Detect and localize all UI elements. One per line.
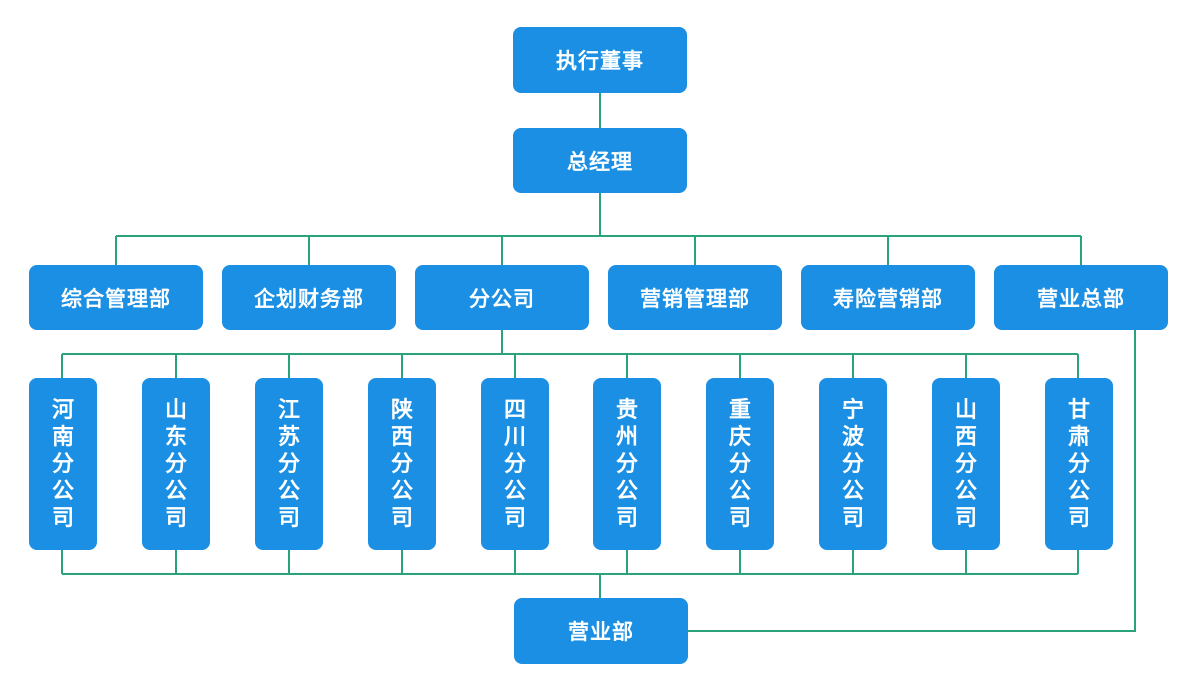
node-dept-general-admin[interactable]: 综合管理部 (29, 265, 203, 330)
node-executive-director[interactable]: 执行董事 (513, 27, 687, 93)
branch-label: 陕西分公司 (390, 397, 413, 531)
node-branch-gansu[interactable]: 甘肃分公司 (1045, 378, 1113, 550)
node-dept-planning-finance[interactable]: 企划财务部 (222, 265, 396, 330)
branch-label: 山东分公司 (164, 397, 187, 531)
node-branch-shandong[interactable]: 山东分公司 (142, 378, 210, 550)
node-branch-henan[interactable]: 河南分公司 (29, 378, 97, 550)
node-branch-shanxi[interactable]: 山西分公司 (932, 378, 1000, 550)
branch-label: 贵州分公司 (615, 397, 638, 531)
node-dept-marketing-management[interactable]: 营销管理部 (608, 265, 782, 330)
branch-label: 山西分公司 (954, 397, 977, 531)
branch-label: 宁波分公司 (841, 397, 864, 531)
node-branch-sichuan[interactable]: 四川分公司 (481, 378, 549, 550)
node-sales-department[interactable]: 营业部 (514, 598, 688, 664)
branch-label: 江苏分公司 (277, 397, 300, 531)
connector-hq-sales (688, 330, 1136, 632)
node-branch-guizhou[interactable]: 贵州分公司 (593, 378, 661, 550)
branch-label: 重庆分公司 (728, 397, 751, 531)
node-branch-ningbo[interactable]: 宁波分公司 (819, 378, 887, 550)
branch-label: 四川分公司 (503, 397, 526, 531)
node-branch-chongqing[interactable]: 重庆分公司 (706, 378, 774, 550)
node-branch-jiangsu[interactable]: 江苏分公司 (255, 378, 323, 550)
branch-label: 甘肃分公司 (1067, 397, 1090, 531)
node-dept-branches[interactable]: 分公司 (415, 265, 589, 330)
node-general-manager[interactable]: 总经理 (513, 128, 687, 193)
node-branch-shaanxi[interactable]: 陕西分公司 (368, 378, 436, 550)
branch-label: 河南分公司 (51, 397, 74, 531)
node-dept-life-insurance-marketing[interactable]: 寿险营销部 (801, 265, 975, 330)
node-dept-sales-headquarters[interactable]: 营业总部 (994, 265, 1168, 330)
